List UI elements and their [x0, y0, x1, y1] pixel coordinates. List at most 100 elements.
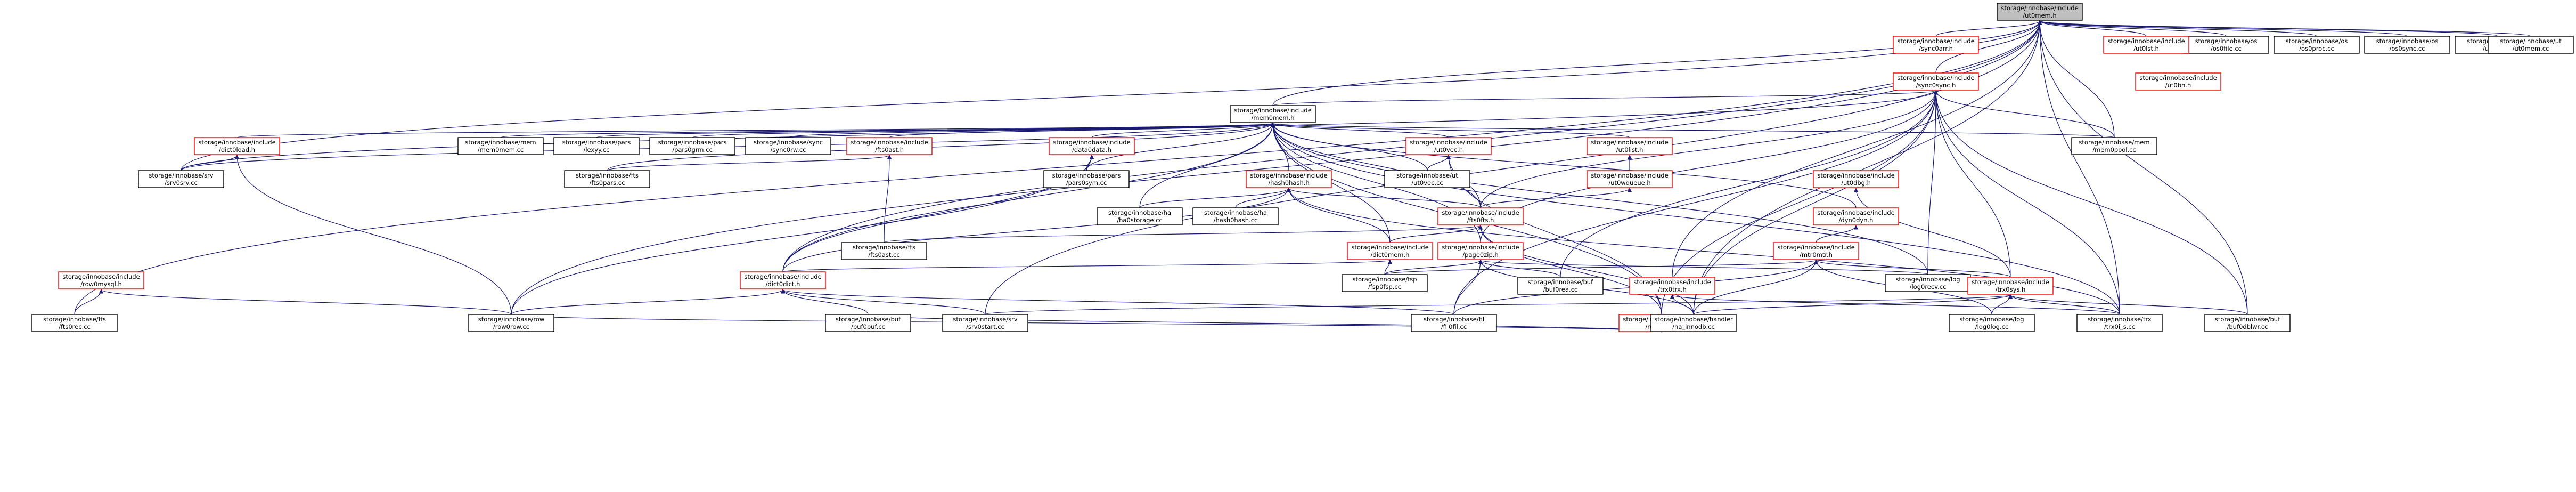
node-buf0dblwr[interactable]: storage/innobase/buf/buf0dblwr.cc [2204, 314, 2291, 332]
node-ha_innodb[interactable]: storage/innobase/handler/ha_innodb.cc [1650, 314, 1737, 332]
edge-buf0buf-to-row0ext [868, 314, 1664, 333]
edge-sync0arr-to-root [1935, 20, 2042, 37]
node-trx0trx[interactable]: storage/innobase/include/trx0trx.h [1629, 277, 1715, 295]
node-dict0dict[interactable]: storage/innobase/include/dict0dict.h [740, 271, 826, 289]
node-label-line2-fts0pars: /fts0pars.cc [590, 179, 625, 187]
edge-fts0fts-to-sync0sync [1480, 90, 1939, 208]
node-ut0bh[interactable]: storage/innobase/include/ut0bh.h [2135, 72, 2221, 91]
node-data0data[interactable]: storage/innobase/include/data0data.h [1049, 137, 1135, 155]
node-fts0ast[interactable]: storage/innobase/include/fts0ast.h [846, 137, 933, 155]
node-buf0buf[interactable]: storage/innobase/buf/buf0buf.cc [825, 314, 911, 332]
node-mem0mem[interactable]: storage/innobase/include/mem0mem.h [1230, 105, 1316, 123]
node-label-line1-log0recv: storage/innobase/log [1895, 276, 1960, 283]
node-box-srv0srv [138, 170, 224, 188]
node-label-line1-os0proc: storage/innobase/os [2286, 37, 2348, 45]
edge-fts0fts-to-mem0mem [1270, 123, 1481, 208]
node-hash0hash_fsp[interactable]: storage/innobase/fsp/fsp0fsp.cc [1342, 274, 1428, 292]
node-pars0sym[interactable]: storage/innobase/pars/pars0sym.cc [1043, 170, 1130, 188]
node-box-ut0lst [2103, 36, 2189, 54]
node-os0sync[interactable]: storage/innobase/os/os0sync.cc [2364, 36, 2450, 54]
node-ut0dbg[interactable]: storage/innobase/include/ut0dbg.h [1813, 170, 1899, 188]
node-row0row[interactable]: storage/innobase/row/row0row.cc [468, 314, 554, 332]
node-label-line1-page0zip: storage/innobase/include [1442, 244, 1519, 251]
node-sync0sync[interactable]: storage/innobase/include/sync0sync.h [1893, 72, 1979, 91]
node-sync0arr[interactable]: storage/innobase/include/sync0arr.h [1893, 36, 1979, 54]
node-dyn0dyn[interactable]: storage/innobase/include/dyn0dyn.h [1813, 207, 1899, 225]
edge-srv0start-to-dict0dict [780, 289, 986, 315]
node-box-os0file [2183, 36, 2269, 54]
node-ut0mem[interactable]: storage/innobase/ut/ut0mem.cc [2488, 36, 2574, 54]
node-mem0pool[interactable]: storage/innobase/mem/mem0pool.cc [2071, 137, 2157, 155]
node-label-line2-fts0fts: /fts0fts.h [1467, 216, 1494, 224]
node-label-line2-buf0buf: /buf0buf.cc [851, 323, 885, 330]
node-trx0sys[interactable]: storage/innobase/include/trx0sys.h [1967, 277, 2054, 295]
node-fts0rec[interactable]: storage/innobase/fts/fts0rec.cc [31, 314, 118, 332]
edge-ha0storage-to-hash0hash [1139, 188, 1291, 208]
node-box-sync0sync [1893, 72, 1979, 91]
node-ut0wqueue[interactable]: storage/innobase/include/ut0wqueue.h [1587, 170, 1673, 188]
node-label-line1-ut0wqueue: storage/innobase/include [1591, 172, 1668, 179]
node-ut0vec_cc[interactable]: storage/innobase/ut/ut0vec.cc [1384, 170, 1470, 188]
node-label-line1-ut0dbg: storage/innobase/include [1817, 172, 1894, 179]
node-ut0list_h[interactable]: storage/innobase/include/ut0list.h [1587, 137, 1673, 155]
node-dict0load[interactable]: storage/innobase/include/dict0load.h [194, 137, 280, 155]
node-srv0srv[interactable]: storage/innobase/srv/srv0srv.cc [138, 170, 224, 188]
node-mtr0mtr[interactable]: storage/innobase/include/mtr0mtr.h [1773, 242, 1859, 260]
edge-ut0vec_cc-to-ut0vec [1427, 155, 1451, 171]
edge-ut0lst-to-root [2037, 20, 2147, 37]
edge-dict0dict-to-hash0hash [782, 188, 1291, 272]
node-ut0vec[interactable]: storage/innobase/include/ut0vec.h [1405, 137, 1492, 155]
node-box-trx0trx [1629, 277, 1715, 295]
node-box-sync0arr [1893, 36, 1979, 54]
node-sync0rw[interactable]: storage/innobase/sync/sync0rw.cc [745, 137, 831, 155]
edge-row0ext-to-sync0sync [1661, 90, 1939, 315]
node-label-line2-page0zip: /page0zip.h [1462, 251, 1498, 259]
node-pars0grm[interactable]: storage/innobase/pars/pars0grm.cc [649, 137, 735, 155]
node-mem0mem_cc[interactable]: storage/innobase/mem/mem0mem.cc [457, 137, 544, 155]
node-dict0mem[interactable]: storage/innobase/include/dict0mem.h [1347, 242, 1433, 260]
edge-mem0mem-to-sync0sync [1272, 90, 1938, 106]
node-label-line2-ut0vec_cc: /ut0vec.cc [1411, 179, 1443, 187]
node-label-line2-dyn0dyn: /dyn0dyn.h [1839, 216, 1874, 224]
node-label-line1-buf0rea: storage/innobase/buf [1528, 278, 1593, 286]
node-label-line2-fts0ast_cc: /fts0ast.cc [868, 251, 899, 259]
node-box-os0sync [2364, 36, 2450, 54]
node-page0zip[interactable]: storage/innobase/include/page0zip.h [1437, 242, 1524, 260]
node-log0recv[interactable]: storage/innobase/log/log0recv.cc [1885, 274, 1971, 292]
node-label-line1-srv0srv: storage/innobase/srv [149, 172, 213, 179]
node-label-line1-buf0dblwr: storage/innobase/buf [2215, 316, 2280, 323]
node-label-line1-hash0hash: storage/innobase/include [1250, 172, 1327, 179]
node-label-line2-buf0dblwr: /buf0dblwr.cc [2227, 323, 2268, 330]
node-row0mysql[interactable]: storage/innobase/include/row0mysql.h [58, 271, 144, 289]
node-fil0fil[interactable]: storage/innobase/fil/fil0fil.cc [1411, 314, 1497, 332]
node-os0proc[interactable]: storage/innobase/os/os0proc.cc [2274, 36, 2360, 54]
node-box-buf0rea [1517, 277, 1604, 295]
edge-fil0fil-to-dict0dict [781, 289, 1454, 315]
node-hash0hash[interactable]: storage/innobase/include/hash0hash.h [1246, 170, 1332, 188]
node-box-hash0hash [1246, 170, 1332, 188]
node-label-line1-dyn0dyn: storage/innobase/include [1817, 209, 1894, 216]
node-hash0hash_cc[interactable]: storage/innobase/ha/hash0hash.cc [1192, 207, 1279, 225]
node-fts0fts[interactable]: storage/innobase/include/fts0fts.h [1437, 207, 1524, 225]
node-box-fts0pars [564, 170, 650, 188]
node-label-line2-ut0lst: /ut0lst.h [2133, 45, 2159, 52]
edge-fts0rec-to-row0mysql [74, 289, 104, 315]
node-label-line1-ha_innodb: storage/innobase/handler [1654, 316, 1733, 323]
node-log0log[interactable]: storage/innobase/log/log0log.cc [1949, 314, 2035, 332]
node-ut0lst[interactable]: storage/innobase/include/ut0lst.h [2103, 36, 2189, 54]
node-fts0ast_cc[interactable]: storage/innobase/fts/fts0ast.cc [841, 242, 927, 260]
node-trx0i_s[interactable]: storage/innobase/trx/trx0i_s.cc [2076, 314, 2163, 332]
node-root[interactable]: storage/innobase/include/ut0mem.h [1997, 3, 2083, 21]
edge-fil0fil-to-sync0sync [1453, 90, 1939, 315]
node-fts0pars[interactable]: storage/innobase/fts/fts0pars.cc [564, 170, 650, 188]
node-buf0rea[interactable]: storage/innobase/buf/buf0rea.cc [1517, 277, 1604, 295]
node-label-line1-trx0sys: storage/innobase/include [1972, 278, 2049, 286]
node-label-line1-trx0i_s: storage/innobase/trx [2088, 316, 2152, 323]
node-lexyy[interactable]: storage/innobase/pars/lexyy.cc [553, 137, 640, 155]
node-label-line1-dict0dict: storage/innobase/include [744, 273, 821, 280]
node-os0file[interactable]: storage/innobase/os/os0file.cc [2183, 36, 2269, 54]
node-ha0storage[interactable]: storage/innobase/ha/ha0storage.cc [1097, 207, 1183, 225]
node-label-line2-os0file: /os0file.cc [2211, 45, 2242, 52]
node-box-pars0sym [1043, 170, 1130, 188]
node-srv0start[interactable]: storage/innobase/srv/srv0start.cc [942, 314, 1028, 332]
